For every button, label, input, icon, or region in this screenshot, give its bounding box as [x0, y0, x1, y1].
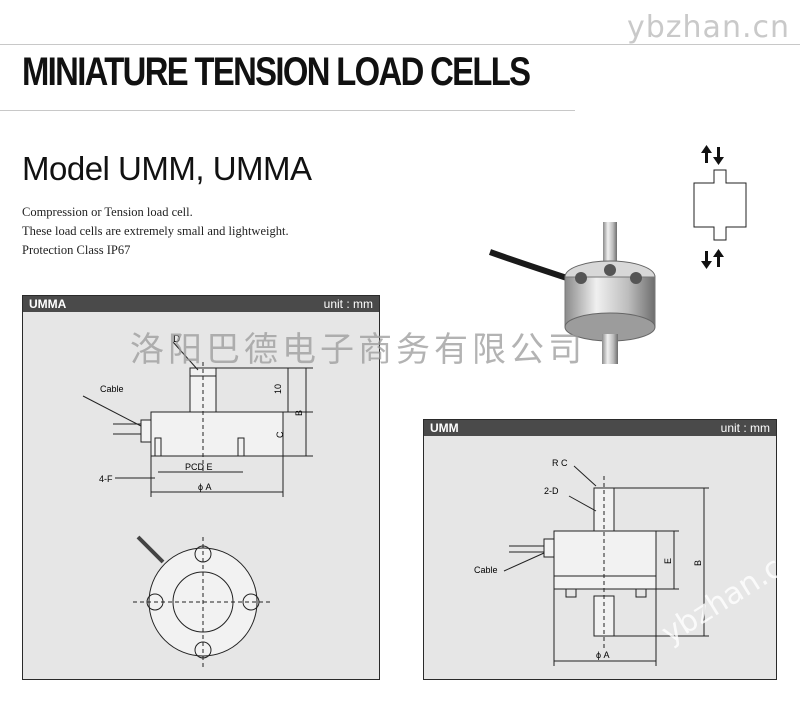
umm-panel-unit: unit : mm [720, 421, 770, 435]
description-line: Protection Class IP67 [22, 243, 131, 257]
umm-label-2d: 2-D [544, 486, 559, 496]
umma-label-cable: Cable [100, 384, 124, 394]
product-photo [488, 222, 656, 364]
description-line: Compression or Tension load cell. [22, 205, 193, 219]
arrows-top-icon [701, 145, 724, 165]
umm-panel-header: UMM unit : mm [424, 420, 776, 436]
umma-label-phi-a: ϕ A [198, 482, 212, 492]
arrows-bottom-icon [701, 249, 724, 269]
umm-label-rc: R C [552, 458, 568, 468]
umm-label-b: B [693, 560, 703, 566]
umm-panel-title: UMM [430, 421, 459, 435]
umma-panel-title: UMMA [29, 297, 67, 311]
umm-drawing-panel: UMM unit : mm R C [423, 419, 777, 680]
umm-label-phi-a: ϕ A [596, 650, 610, 660]
umma-label-pcd: PCD E [185, 462, 213, 472]
description-line: These load cells are extremely small and… [22, 224, 289, 238]
umma-panel-unit: unit : mm [323, 297, 373, 311]
top-thread [603, 222, 617, 262]
top-divider [0, 44, 800, 45]
umma-label-4f: 4-F [99, 474, 113, 484]
umma-label-b: B [294, 410, 304, 416]
page-title: MINIATURE TENSION LOAD CELLS [22, 50, 531, 94]
title-divider [0, 110, 575, 111]
umma-label-d: D [173, 334, 180, 345]
umm-label-e: E [663, 558, 673, 564]
umm-drawing: R C 2-D Cable E B ϕ A [474, 458, 709, 666]
umma-label-10: 10 [273, 384, 283, 394]
umma-panel-header: UMMA unit : mm [23, 296, 379, 312]
umma-drawing-panel: UMMA unit : mm [22, 295, 380, 680]
load-direction-symbol [693, 145, 747, 269]
umma-drawing: D Cable 10 B C PCD E ϕ A 4-F [82, 334, 313, 667]
watermark-company: 洛阳巴德电子商务有限公司 [130, 330, 586, 370]
umm-label-cable: Cable [474, 565, 498, 575]
umma-label-c: C [275, 431, 285, 438]
model-heading: Model UMM, UMMA [22, 150, 312, 187]
description: Compression or Tension load cell. These … [22, 203, 289, 260]
watermark-top: ybzhan.cn [627, 10, 790, 45]
